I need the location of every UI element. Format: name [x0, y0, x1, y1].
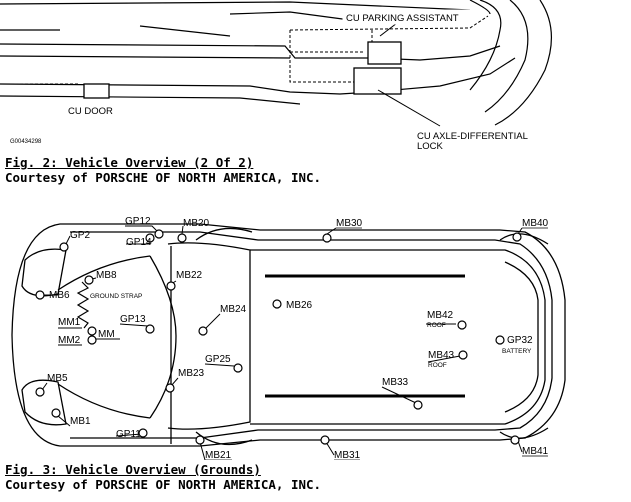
- label-roof-2: ROOF: [428, 362, 447, 369]
- figure-2-credit: Courtesy of PORSCHE OF NORTH AMERICA, IN…: [5, 170, 322, 185]
- label-mb41: MB41: [522, 446, 549, 457]
- label-battery: BATTERY: [502, 348, 532, 355]
- label-gp12: GP12: [125, 216, 151, 227]
- label-mm: MM: [98, 329, 115, 340]
- figure-2-caption: Fig. 2: Vehicle Overview (2 Of 2): [5, 155, 254, 170]
- label-gp13: GP13: [120, 314, 146, 325]
- label-gp11: GP11: [116, 429, 141, 440]
- label-mb23: MB23: [178, 368, 205, 379]
- axle-label-line1: CU AXLE-DIFFERENTIAL: [417, 131, 528, 142]
- label-gp14: GP14: [126, 237, 152, 248]
- label-mb1: MB1: [70, 416, 91, 427]
- label-gp32: GP32: [507, 335, 533, 346]
- figure-3-credit: Courtesy of PORSCHE OF NORTH AMERICA, IN…: [5, 477, 322, 492]
- label-ground-strap: GROUND STRAP: [90, 293, 142, 300]
- label-mb30: MB30: [336, 218, 363, 229]
- figure-3-diagram: GP12 GP2 GP14 MB20 MB30 MB40 MB8 MB22 MB…: [11, 216, 566, 460]
- label-gp25: GP25: [205, 354, 231, 365]
- door-label: CU DOOR: [68, 106, 113, 117]
- label-mb5: MB5: [47, 373, 68, 384]
- label-mb43: MB43: [428, 350, 455, 361]
- label-mb20: MB20: [183, 218, 210, 229]
- label-gp2: GP2: [70, 230, 90, 241]
- label-mb8: MB8: [96, 270, 117, 281]
- axle-label-line2: LOCK: [417, 141, 444, 152]
- label-roof-1: ROOF: [427, 322, 446, 329]
- label-mb42: MB42: [427, 310, 454, 321]
- label-mm2: MM2: [58, 335, 81, 346]
- label-mb31: MB31: [334, 450, 361, 460]
- label-mb22: MB22: [176, 270, 203, 281]
- label-mm1: MM1: [58, 317, 81, 328]
- label-mb40: MB40: [522, 218, 549, 229]
- parking-assistant-label: CU PARKING ASSISTANT: [346, 13, 459, 24]
- label-mb21: MB21: [205, 450, 232, 460]
- label-mb26: MB26: [286, 300, 313, 311]
- figure-2-diagram: CU PARKING ASSISTANT CU DOOR G00434298 C…: [0, 0, 553, 152]
- label-mb6: MB6: [49, 290, 70, 301]
- label-mb33: MB33: [382, 377, 409, 388]
- figure-3-caption: Fig. 3: Vehicle Overview (Grounds): [5, 462, 261, 477]
- label-mb24: MB24: [220, 304, 247, 315]
- image-id-label: G00434298: [10, 139, 42, 145]
